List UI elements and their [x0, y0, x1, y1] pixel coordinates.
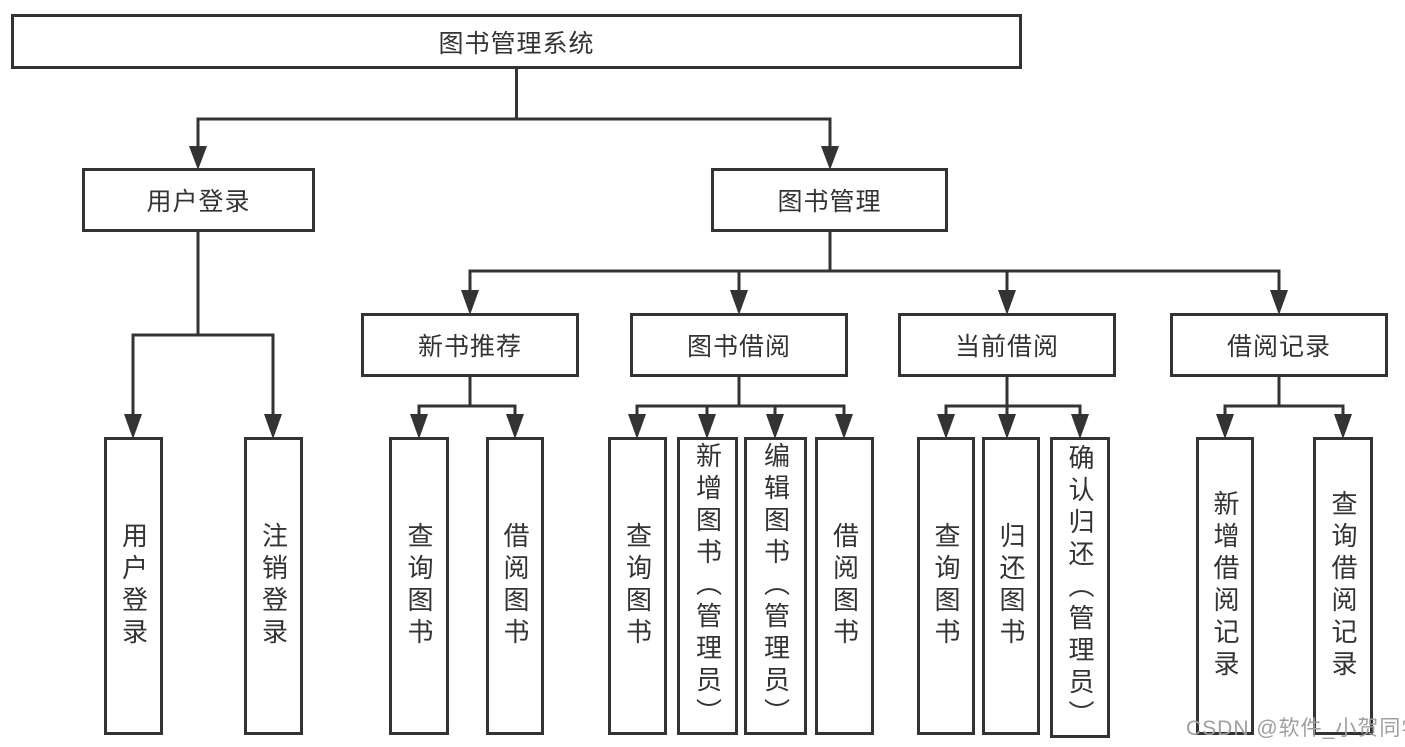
node-library-system-root: 图书管理系统	[11, 14, 1022, 69]
node-borrowing-records: 借阅记录	[1170, 313, 1388, 377]
node-leaf-add-books-admin: 新增图书（管理员）	[677, 437, 738, 735]
node-new-book-recommendation: 新书推荐	[361, 313, 579, 377]
leaf-label: 查询图书	[622, 522, 653, 650]
leaf-label: 借阅图书	[829, 522, 860, 650]
leaf-label: 借阅图书	[500, 522, 530, 650]
node-leaf-query-borrow-record: 查询借阅记录	[1313, 437, 1373, 735]
node-leaf-edit-books-admin: 编辑图书（管理员）	[744, 437, 807, 735]
node-book-management-branch: 图书管理	[711, 168, 948, 232]
node-current-borrowing: 当前借阅	[898, 313, 1116, 377]
csdn-watermark: CSDN @软件_小贺同学	[1186, 717, 1405, 740]
node-leaf-query-books-current: 查询图书	[917, 437, 975, 735]
leaf-label: 确认归还（管理员）	[1065, 443, 1095, 732]
arrowheads-group	[124, 146, 1352, 439]
leaf-label: 查询图书	[931, 522, 961, 650]
leaf-label: 用户登录	[118, 522, 149, 650]
leaf-label: 查询图书	[404, 522, 434, 650]
node-leaf-confirm-return-admin: 确认归还（管理员）	[1050, 437, 1110, 738]
node-leaf-logout: 注销登录	[244, 437, 303, 735]
node-leaf-query-books-borrowing: 查询图书	[608, 437, 667, 735]
node-leaf-user-login: 用户登录	[104, 437, 163, 735]
leaf-label: 编辑图书（管理员）	[760, 442, 791, 730]
node-user-login-branch: 用户登录	[82, 168, 315, 232]
node-leaf-borrow-books-recommend: 借阅图书	[486, 437, 544, 735]
leaf-label: 新增借阅记录	[1210, 490, 1240, 682]
leaf-label: 查询借阅记录	[1328, 490, 1358, 682]
node-leaf-query-books-recommend: 查询图书	[389, 437, 449, 735]
node-leaf-borrow-books-borrowing: 借阅图书	[815, 437, 874, 735]
node-leaf-add-borrow-record: 新增借阅记录	[1196, 437, 1254, 735]
node-leaf-return-books: 归还图书	[982, 437, 1040, 735]
leaf-label: 归还图书	[996, 522, 1026, 650]
node-book-borrowing: 图书借阅	[630, 313, 848, 377]
leaf-label: 新增图书（管理员）	[692, 442, 723, 730]
leaf-label: 注销登录	[258, 522, 289, 650]
